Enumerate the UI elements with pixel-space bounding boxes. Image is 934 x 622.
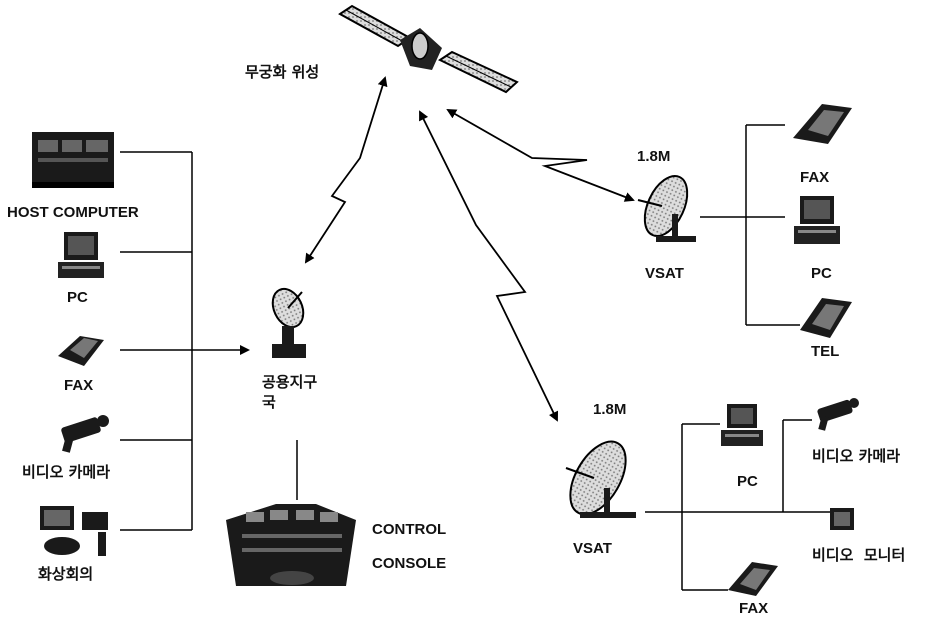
bottom-vsat-fax-label: FAX bbox=[739, 600, 769, 617]
ground-station-antenna-icon bbox=[271, 287, 306, 358]
ground-station-label-line1: 공용지구 bbox=[262, 373, 318, 391]
left-pc-icon bbox=[58, 232, 104, 278]
top-vsat-tel-icon bbox=[800, 298, 852, 338]
video-conference-label: 화상회의 bbox=[38, 565, 94, 583]
control-console-label-line1: CONTROL bbox=[372, 521, 447, 538]
satellite-bottom-vsat-link bbox=[419, 110, 559, 422]
top-vsat-pc-icon bbox=[794, 196, 840, 244]
bottom-vsat-video-monitor-label: 비디오 모니터 bbox=[812, 546, 906, 564]
control-console-icon bbox=[226, 504, 356, 586]
left-video-camera-icon bbox=[61, 415, 109, 453]
bottom-vsat-pc-icon bbox=[721, 404, 763, 446]
bottom-vsat-video-camera-icon bbox=[817, 398, 859, 431]
top-vsat-tel-label: TEL bbox=[811, 343, 840, 360]
video-monitor-icon bbox=[830, 508, 854, 530]
top-vsat-size-label: 1.8M bbox=[637, 148, 671, 165]
ground-station-label-line2: 국 bbox=[262, 393, 276, 411]
bottom-vsat-dish-icon bbox=[565, 440, 636, 518]
left-video-camera-label: 비디오 카메라 bbox=[22, 463, 111, 481]
satellite-station-link bbox=[304, 76, 388, 264]
top-vsat-label: VSAT bbox=[645, 265, 684, 282]
satellite-top-vsat-link bbox=[446, 109, 635, 202]
bottom-vsat-bus bbox=[645, 419, 830, 591]
host-computer-icon bbox=[32, 132, 114, 188]
bottom-vsat-video-camera-label: 비디오 카메라 bbox=[812, 447, 901, 465]
bottom-vsat-fax-icon bbox=[728, 562, 778, 596]
left-fax-icon bbox=[58, 336, 104, 366]
top-vsat-dish-icon bbox=[637, 175, 696, 242]
bottom-vsat-pc-label: PC bbox=[737, 473, 758, 490]
video-conference-icon bbox=[40, 506, 108, 556]
top-vsat-pc-label: PC bbox=[811, 265, 832, 282]
host-computer-label: HOST COMPUTER bbox=[7, 204, 139, 221]
top-vsat-fax-icon bbox=[793, 104, 852, 144]
left-connection-lines bbox=[120, 151, 193, 531]
bottom-vsat-size-label: 1.8M bbox=[593, 401, 627, 418]
bottom-vsat-label: VSAT bbox=[573, 540, 612, 557]
control-console-label-line2: CONSOLE bbox=[372, 555, 447, 572]
satellite-label: 무궁화 위성 bbox=[245, 63, 320, 81]
satellite-icon bbox=[338, 4, 519, 94]
left-pc-label: PC bbox=[67, 289, 88, 306]
top-vsat-bus bbox=[700, 124, 800, 326]
left-fax-label: FAX bbox=[64, 377, 94, 394]
top-vsat-fax-label: FAX bbox=[800, 169, 830, 186]
